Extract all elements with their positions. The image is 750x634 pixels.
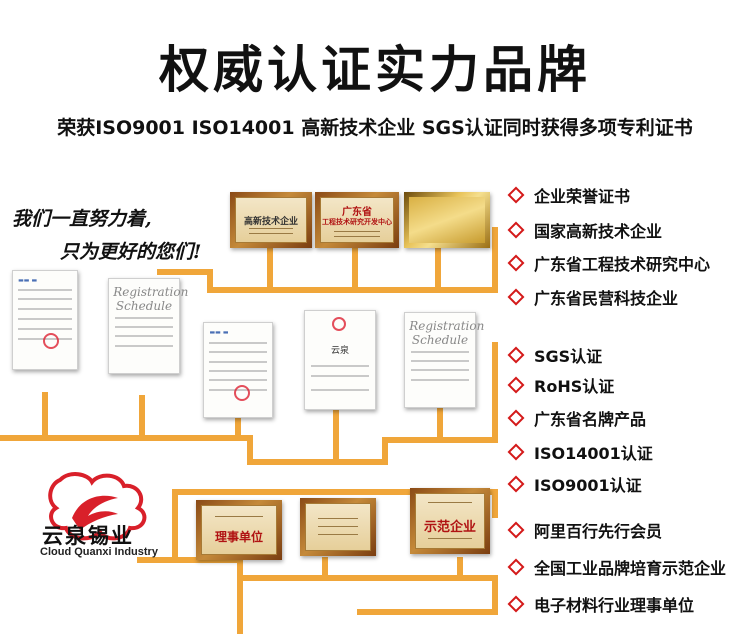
diamond-bullet-icon	[507, 346, 525, 364]
honor-label: 广东省名牌产品	[534, 410, 647, 429]
slogan-line-1: 我们一直努力着,	[12, 208, 152, 230]
honor-item: 企业荣誉证书	[507, 183, 631, 207]
honor-item: 广东省工程技术研究中心	[507, 251, 711, 275]
honor-item: 全国工业品牌培育示范企业	[507, 555, 727, 579]
certificate-document-1: ▬▬ ▬	[12, 270, 78, 370]
page-subtitle: 荣获ISO9001 ISO14001 高新技术企业 SGS认证同时获得多项专利证…	[57, 117, 693, 139]
diamond-bullet-icon	[507, 409, 525, 427]
certificate-guangdong-plaque: 广东省 工程技术研究开发中心	[315, 192, 399, 248]
certificate-document-2: ▬▬ ▬	[203, 322, 273, 418]
honor-label: SGS认证	[534, 347, 603, 366]
brand-name-en: Cloud Quanxi Industry	[40, 546, 158, 558]
honor-label: ISO9001认证	[534, 476, 642, 495]
certificate-demo-plaque: 示范企业	[410, 488, 490, 554]
diamond-bullet-icon	[507, 595, 525, 613]
diamond-bullet-icon	[507, 288, 525, 306]
certificate-demo-text: 示范企业	[423, 520, 476, 535]
honor-item: SGS认证	[507, 343, 603, 367]
diamond-bullet-icon	[507, 558, 525, 576]
honor-item: 广东省名牌产品	[507, 406, 647, 430]
honor-label: ISO14001认证	[534, 444, 653, 463]
certificate-yunquan-document: 云泉	[304, 310, 376, 410]
honor-label: 广东省民营科技企业	[534, 289, 679, 308]
honor-item: 电子材料行业理事单位	[507, 592, 695, 616]
diamond-bullet-icon	[507, 475, 525, 493]
honor-label: 全国工业品牌培育示范企业	[534, 559, 727, 578]
certificate-registration-2: Registration Schedule	[404, 312, 485, 408]
honor-label: 电子材料行业理事单位	[534, 596, 695, 615]
diamond-bullet-icon	[507, 521, 525, 539]
slogan-line-2: 只为更好的您们!	[60, 241, 202, 263]
honor-item: 广东省民营科技企业	[507, 285, 679, 309]
honor-label: RoHS认证	[534, 377, 615, 396]
diamond-bullet-icon	[507, 221, 525, 239]
certificate-yunquan-text: 云泉	[330, 346, 349, 356]
honor-item: 阿里百行先行会员	[507, 518, 663, 542]
certificate-high-tech-plaque: 高新技术企业	[230, 192, 312, 248]
honor-label: 企业荣誉证书	[534, 187, 631, 206]
honor-item: ISO9001认证	[507, 472, 642, 496]
page-title: 权威认证实力品牌	[159, 41, 591, 99]
diamond-bullet-icon	[507, 186, 525, 204]
certificate-guangdong-text: 广东省	[342, 207, 372, 218]
certificate-member-plaque	[300, 498, 376, 556]
certificate-council-text: 理事单位	[214, 530, 263, 544]
brand-logo-icon	[48, 472, 147, 541]
certificate-guangdong-subtext: 工程技术研究开发中心	[322, 218, 392, 226]
honor-item: RoHS认证	[507, 373, 615, 397]
honor-label: 广东省工程技术研究中心	[534, 255, 711, 274]
brand-name-cn: 云泉锡业	[42, 523, 134, 548]
honor-label: 国家高新技术企业	[534, 222, 663, 241]
certificate-registration-title-2: Registration Schedule	[409, 318, 485, 347]
diamond-bullet-icon	[507, 376, 525, 394]
diamond-bullet-icon	[507, 443, 525, 461]
certificate-council-plaque: 理事单位	[196, 500, 282, 560]
honor-item: 国家高新技术企业	[507, 218, 663, 242]
certificate-gold-plaque	[404, 192, 490, 248]
certificate-registration-title-1: Registration Schedule	[113, 284, 189, 313]
certificate-high-tech-text: 高新技术企业	[243, 217, 298, 227]
honor-label: 阿里百行先行会员	[534, 522, 663, 541]
diamond-bullet-icon	[507, 254, 525, 272]
certificate-registration-1: Registration Schedule	[108, 278, 189, 374]
honor-item: ISO14001认证	[507, 440, 653, 464]
